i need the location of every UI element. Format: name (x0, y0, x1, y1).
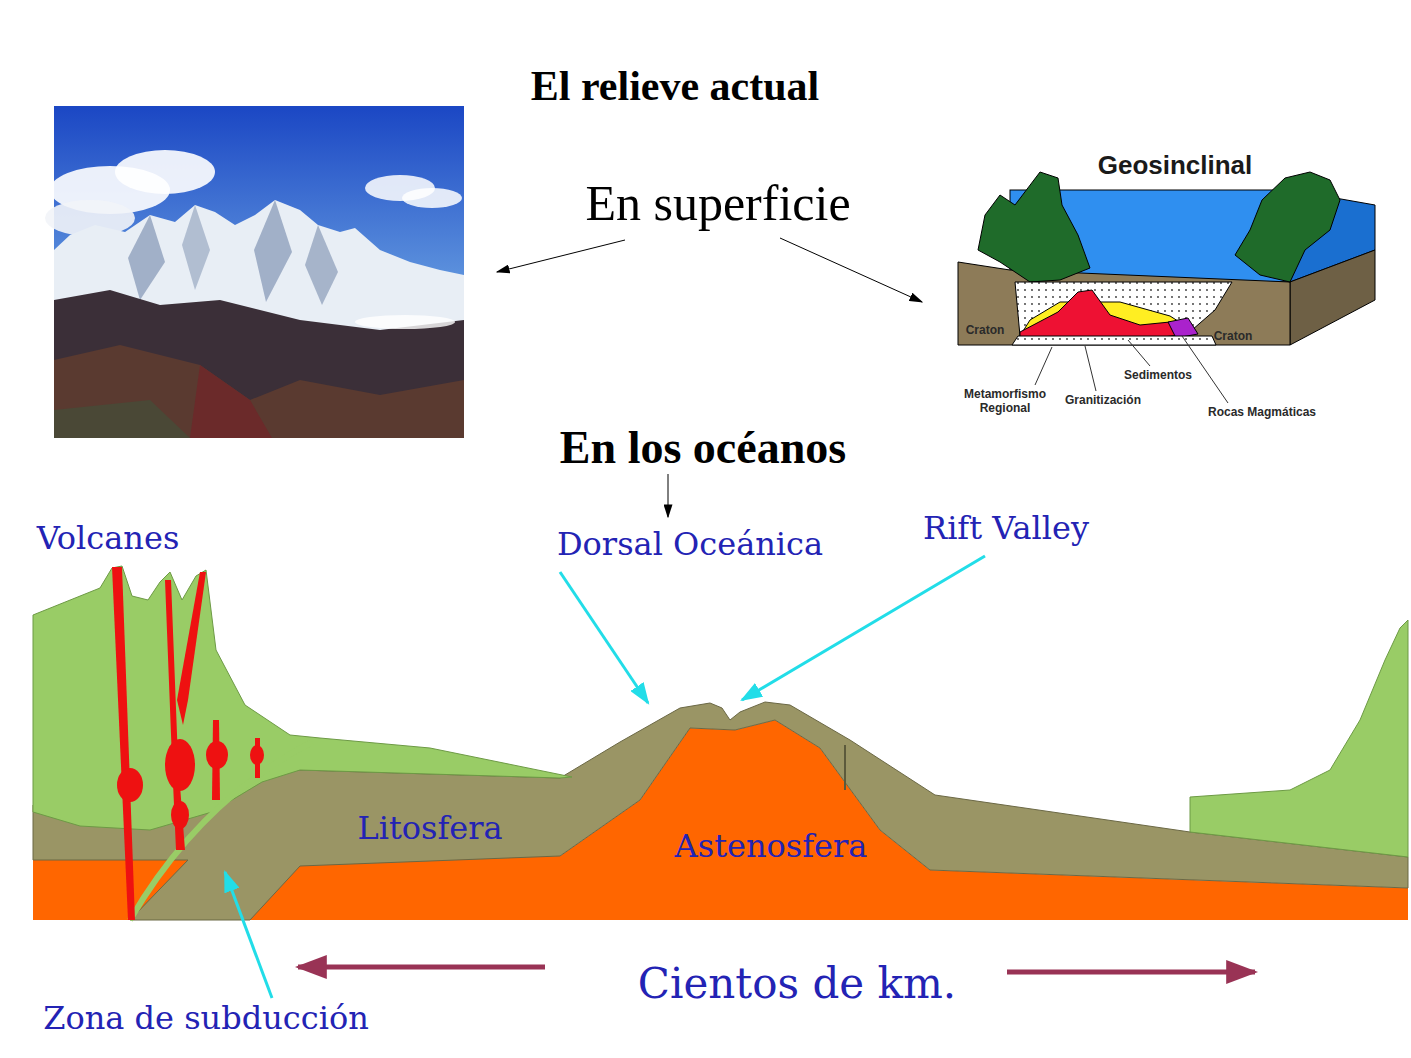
pointer-arrow (668, 474, 669, 517)
part-label: Rocas Magmáticas (1208, 406, 1316, 420)
pointer-arrow (560, 572, 648, 703)
right-cliff (1235, 172, 1340, 282)
continental-crust (1190, 620, 1408, 857)
part-label: Astenosfera (675, 828, 868, 865)
block-side-face (1290, 250, 1375, 345)
brown-hills (54, 345, 464, 438)
magma-chamber (165, 739, 195, 791)
block-front-face (958, 262, 1290, 345)
photo-sky (54, 106, 464, 438)
ocean-section (33, 566, 1408, 920)
magma-dike (112, 567, 135, 920)
scale-label: Cientos de km. (638, 960, 956, 1008)
olive-slope (54, 400, 190, 438)
pointer-arrow (780, 238, 922, 302)
peak-shadow (305, 225, 338, 305)
granite-layer (1020, 290, 1186, 340)
section-heading: En los océanos (560, 422, 846, 475)
peak-shadow (128, 215, 165, 300)
cloud (115, 150, 215, 194)
peak-shadow (182, 205, 210, 290)
pointer-arrow (225, 872, 272, 998)
magma-chamber (206, 741, 228, 769)
scale-arrow (1007, 970, 1255, 975)
cloud (355, 315, 455, 329)
magma-chamber (250, 745, 264, 765)
pointer-arrow (497, 240, 625, 272)
part-label: Craton (1214, 330, 1253, 344)
leader-line (1085, 346, 1096, 391)
section-heading: En superficie (585, 175, 850, 233)
magma-chamber (171, 801, 189, 829)
mountain-photo (45, 106, 464, 438)
scale-arrow (298, 965, 545, 970)
magma-chamber (117, 768, 143, 802)
page-title: El relieve actual (531, 62, 819, 110)
fault-line (844, 745, 846, 790)
peak-shadow (254, 200, 292, 302)
red-slope (190, 365, 272, 438)
figure-title: Geosinclinal (1098, 151, 1253, 181)
part-label: Volcanes (37, 520, 180, 557)
leader-line (1128, 340, 1150, 366)
part-label: Craton (966, 324, 1005, 338)
magma-dikes (112, 567, 264, 920)
magmatic-rock (1168, 318, 1198, 338)
subducting-crust (130, 742, 312, 920)
part-label: Litosfera (357, 810, 502, 847)
magma-dike (177, 572, 206, 725)
part-label: Metamorfismo Regional (955, 388, 1055, 416)
part-label: Sedimentos (1124, 369, 1192, 383)
pointer-arrow (742, 556, 985, 700)
leader-line (1035, 347, 1052, 385)
dark-hills (54, 290, 464, 438)
part-label: Zona de subducción (43, 1000, 369, 1037)
cloud (402, 188, 462, 208)
left-cliff (978, 172, 1090, 282)
part-label: Dorsal Oceánica (557, 526, 823, 563)
geosyncline-block (958, 172, 1375, 403)
part-label: Rift Valley (923, 510, 1089, 547)
part-label: Granitización (1065, 394, 1141, 408)
